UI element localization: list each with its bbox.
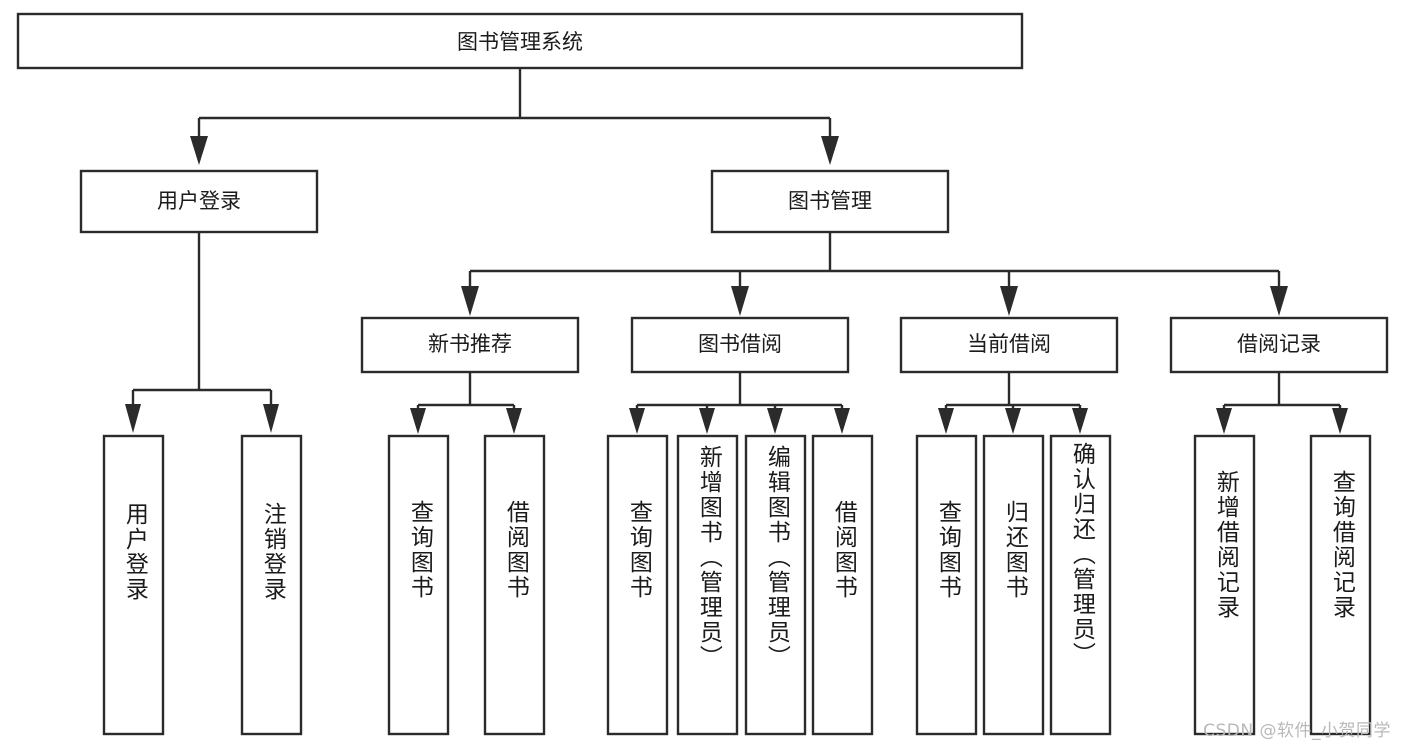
node-new-book-recommend-box bbox=[360, 316, 580, 374]
leaf-box-bb-borrow[interactable] bbox=[811, 434, 874, 736]
leaf-box-br-add[interactable] bbox=[1193, 434, 1256, 736]
node-current-borrow[interactable]: 当前借阅 bbox=[899, 316, 1119, 374]
arrow-head-leaf-bb-edit bbox=[767, 408, 783, 434]
arrow-head-leaf-newbook-query bbox=[410, 408, 426, 434]
arrow-head-leaf-cb-return bbox=[1005, 408, 1021, 434]
arrow-head-leaf-br-query bbox=[1332, 408, 1348, 434]
node-book-borrow[interactable]: 图书借阅 bbox=[630, 316, 850, 374]
node-borrow-record[interactable]: 借阅记录 bbox=[1169, 316, 1389, 374]
arrow-head-borrow-record bbox=[1270, 286, 1288, 316]
watermark-text: CSDN @软件_小贺同学 bbox=[1203, 721, 1391, 741]
arrow-head-book-borrow bbox=[731, 286, 749, 316]
node-user-login-label: 用户登录 bbox=[157, 189, 241, 213]
arrow-head-leaf-cb-query bbox=[938, 408, 954, 434]
node-book-management[interactable]: 图书管理 bbox=[710, 169, 950, 234]
node-borrow-record-box bbox=[1169, 316, 1389, 374]
node-new-book-recommend[interactable]: 新书推荐 bbox=[360, 316, 580, 374]
arrow-head-leaf-newbook-borrow bbox=[506, 408, 522, 434]
node-book-borrow-label: 图书借阅 bbox=[698, 332, 782, 356]
arrow-head-current-borrow bbox=[1000, 286, 1018, 316]
node-root-label: 图书管理系统 bbox=[457, 30, 583, 54]
leaf-box-bb-edit[interactable] bbox=[744, 434, 807, 736]
arrow-head-leaf-user-login bbox=[125, 404, 141, 433]
leaf-box-bb-query[interactable] bbox=[606, 434, 669, 736]
arrow-head-to-book-management bbox=[821, 136, 839, 165]
leaf-box-cb-return[interactable] bbox=[982, 434, 1045, 736]
arrow-head-new-book-recommend bbox=[461, 286, 479, 316]
arrow-head-leaf-cb-confirm bbox=[1072, 408, 1088, 434]
node-new-book-recommend-label: 新书推荐 bbox=[428, 332, 512, 356]
arrow-head-leaf-logout bbox=[263, 404, 279, 433]
node-root[interactable]: 图书管理系统 bbox=[16, 12, 1024, 70]
node-book-management-label: 图书管理 bbox=[788, 189, 872, 213]
leaf-box-br-query[interactable] bbox=[1309, 434, 1372, 736]
arrow-head-leaf-br-add bbox=[1216, 408, 1232, 434]
arrow-head-leaf-bb-add bbox=[699, 408, 715, 434]
leaf-box-newbook-borrow[interactable] bbox=[483, 434, 546, 736]
leaf-box-logout[interactable] bbox=[240, 434, 303, 736]
leaf-box-cb-confirm[interactable] bbox=[1049, 434, 1112, 736]
arrow-head-leaf-bb-query bbox=[629, 408, 645, 434]
leaf-box-user-login[interactable] bbox=[102, 434, 165, 736]
arrow-head-to-user-login bbox=[190, 136, 208, 165]
node-book-management-box bbox=[710, 169, 950, 234]
leaf-box-cb-query[interactable] bbox=[915, 434, 978, 736]
node-user-login[interactable]: 用户登录 bbox=[79, 169, 319, 234]
node-book-borrow-box bbox=[630, 316, 850, 374]
arrow-head-leaf-bb-borrow bbox=[834, 408, 850, 434]
leaf-box-bb-add[interactable] bbox=[676, 434, 739, 736]
node-current-borrow-box bbox=[899, 316, 1119, 374]
node-current-borrow-label: 当前借阅 bbox=[967, 332, 1051, 356]
node-borrow-record-label: 借阅记录 bbox=[1237, 332, 1321, 356]
leaf-box-newbook-query[interactable] bbox=[387, 434, 450, 736]
node-root-box bbox=[16, 12, 1024, 70]
